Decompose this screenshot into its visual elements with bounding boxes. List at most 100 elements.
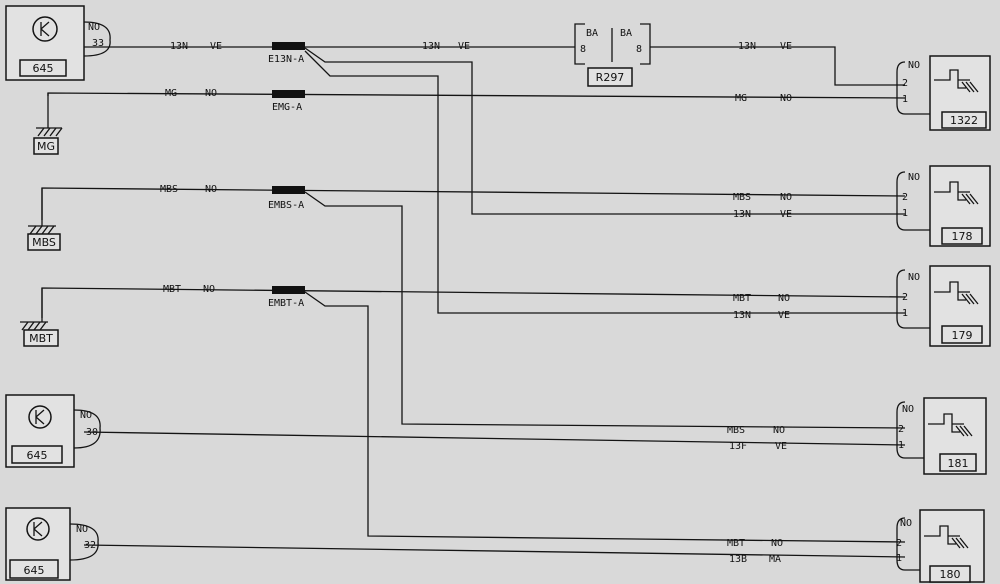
connector-bracket <box>896 61 930 115</box>
sensor-switch-icon <box>934 181 979 205</box>
source-645-middle: 645 NO 30 <box>5 394 101 468</box>
ground-mg: MG <box>33 93 63 155</box>
connector-bracket <box>896 171 930 231</box>
wire-color: VE <box>775 441 787 452</box>
transistor-symbol <box>40 21 50 37</box>
wire-color: NO <box>203 284 215 295</box>
sensor-tag: NO <box>908 60 920 71</box>
connector-label: BA <box>620 28 632 39</box>
sensor-code: 1322 <box>950 114 978 127</box>
sensor-tag: NO <box>908 272 920 283</box>
sensor-pin: 2 <box>898 424 904 435</box>
sensor-180: NO 2 1 180 MBT NO 13B MA <box>727 509 985 583</box>
splice-block <box>272 90 305 98</box>
sensor-pin: 1 <box>902 208 908 219</box>
sensor-tag: NO <box>900 518 912 529</box>
sensor-switch-icon <box>924 525 969 549</box>
ground-mbt: MBT <box>20 288 59 347</box>
source-pin: 30 <box>86 427 98 438</box>
splice-label: EMBS-A <box>268 200 304 211</box>
transistor-icon <box>26 517 50 541</box>
ground-hatch <box>21 321 47 331</box>
sensor-switch-icon <box>934 281 979 305</box>
source-tag: NO <box>80 410 92 421</box>
wire-id: 13N <box>170 41 188 52</box>
sensor-pin: 1 <box>898 440 904 451</box>
sensor-code: 178 <box>952 230 973 243</box>
wire-13n-out <box>650 46 905 86</box>
sensor-code-box <box>929 565 971 583</box>
source-code: 645 <box>33 62 54 75</box>
connector-bracket <box>896 517 930 571</box>
wire-color: NO <box>771 538 783 549</box>
sensor-tag: NO <box>902 404 914 415</box>
wire-id: MBT <box>163 284 181 295</box>
wire-id: 13N <box>738 41 756 52</box>
wire-color: NO <box>773 425 785 436</box>
connector-bracket <box>896 269 930 329</box>
ground-code-box <box>33 137 59 155</box>
wire-13n-branch-178 <box>304 47 905 215</box>
transistor-icon <box>32 16 58 42</box>
connector-bracket <box>73 409 101 449</box>
splice-block <box>272 42 305 50</box>
transistor-icon <box>28 405 52 429</box>
sensor-pin: 2 <box>902 78 908 89</box>
source-pin: 32 <box>84 540 96 551</box>
source-code-box <box>19 59 67 77</box>
source-code: 645 <box>24 564 45 577</box>
wire-color: VE <box>778 310 790 321</box>
wire-color: NO <box>780 192 792 203</box>
sensor-pin: 2 <box>902 192 908 203</box>
wire-id: 13N <box>733 310 751 321</box>
sensor-code-box <box>941 325 983 344</box>
sensor-pin: 1 <box>896 553 902 564</box>
wire-labels: 13N VE 13N VE 13N VE MG NO MBS NO MBT NO <box>160 41 792 295</box>
connector-pin: 8 <box>580 44 586 55</box>
wire-id: 13N <box>733 209 751 220</box>
wires <box>41 46 906 558</box>
wire-id: 13F <box>729 441 747 452</box>
wire-13b <box>83 544 906 558</box>
wire-id: MBT <box>727 538 745 549</box>
connector-pin: 8 <box>636 44 642 55</box>
connector-bracket <box>896 401 930 459</box>
wire-id: MG <box>735 93 747 104</box>
wire-color: MA <box>769 554 781 565</box>
ground-code: MG <box>37 140 55 153</box>
sensor-1322: NO 2 1 1322 MG NO <box>735 55 991 131</box>
sensor-code-box <box>941 111 987 129</box>
sensor-181: NO 2 1 181 MBS NO 13F VE <box>727 397 987 475</box>
connector-bracket <box>69 523 99 561</box>
connector-bracket <box>83 21 111 57</box>
connector-bracket <box>574 23 585 65</box>
sensor-pin: 1 <box>902 94 908 105</box>
source-tag: NO <box>88 22 100 33</box>
wire-id: MBS <box>160 184 178 195</box>
sensor-code-box <box>939 453 977 472</box>
sensor-179: NO 2 1 179 MBT NO 13N VE <box>733 265 991 347</box>
wire-id: MBS <box>733 192 751 203</box>
sensor-tag: NO <box>908 172 920 183</box>
source-pin: 33 <box>92 38 104 49</box>
ground-code: MBT <box>29 332 53 345</box>
wire-id: MG <box>165 88 177 99</box>
connector-label: BA <box>586 28 598 39</box>
connector-bracket <box>640 23 651 65</box>
splice-label: E13N-A <box>268 54 304 65</box>
wire-color: VE <box>780 41 792 52</box>
ground-code: MBS <box>32 236 56 249</box>
connector-code: R297 <box>596 71 625 84</box>
splices: E13N-A EMG-A EMBS-A EMBT-A <box>268 42 305 309</box>
ground-hatch <box>37 127 63 137</box>
wire-color: NO <box>205 88 217 99</box>
source-645-top: 645 NO 33 <box>5 5 111 81</box>
splice-label: EMBT-A <box>268 298 304 309</box>
wire-color: VE <box>210 41 222 52</box>
wire-mbs-branch-181 <box>304 191 906 429</box>
splice-label: EMG-A <box>272 102 302 113</box>
sensor-178: NO 2 1 178 MBS NO 13N VE <box>733 165 991 247</box>
wire-id: 13B <box>729 554 747 565</box>
ground-mbs: MBS <box>27 188 61 251</box>
